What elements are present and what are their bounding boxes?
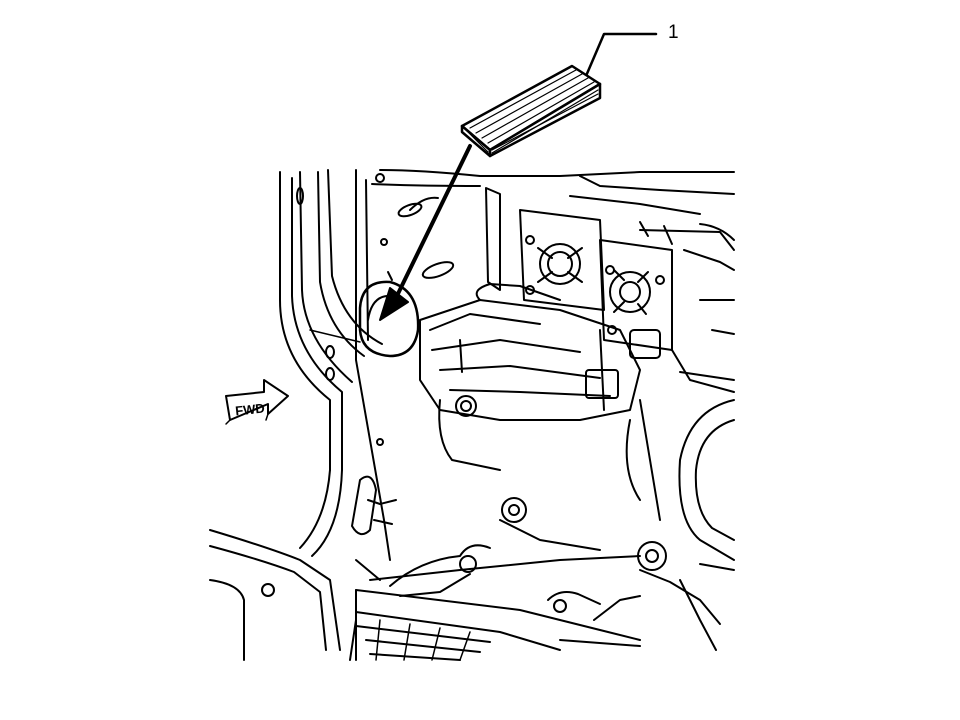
steering-bracket bbox=[419, 283, 641, 471]
fwd-arrow-icon: FWD bbox=[225, 379, 289, 425]
callout-number-label: 1 bbox=[668, 22, 679, 43]
install-arrow bbox=[379, 144, 472, 321]
pedal-bracket bbox=[485, 175, 735, 393]
floor-pan bbox=[349, 497, 641, 661]
dash-panel bbox=[355, 169, 735, 561]
transmission-tunnel bbox=[625, 399, 735, 651]
insulator-pad-icon bbox=[460, 64, 602, 158]
fwd-label: FWD bbox=[234, 401, 265, 419]
hinge-pillar-slots bbox=[351, 438, 397, 581]
callout-leader-line bbox=[584, 32, 658, 78]
